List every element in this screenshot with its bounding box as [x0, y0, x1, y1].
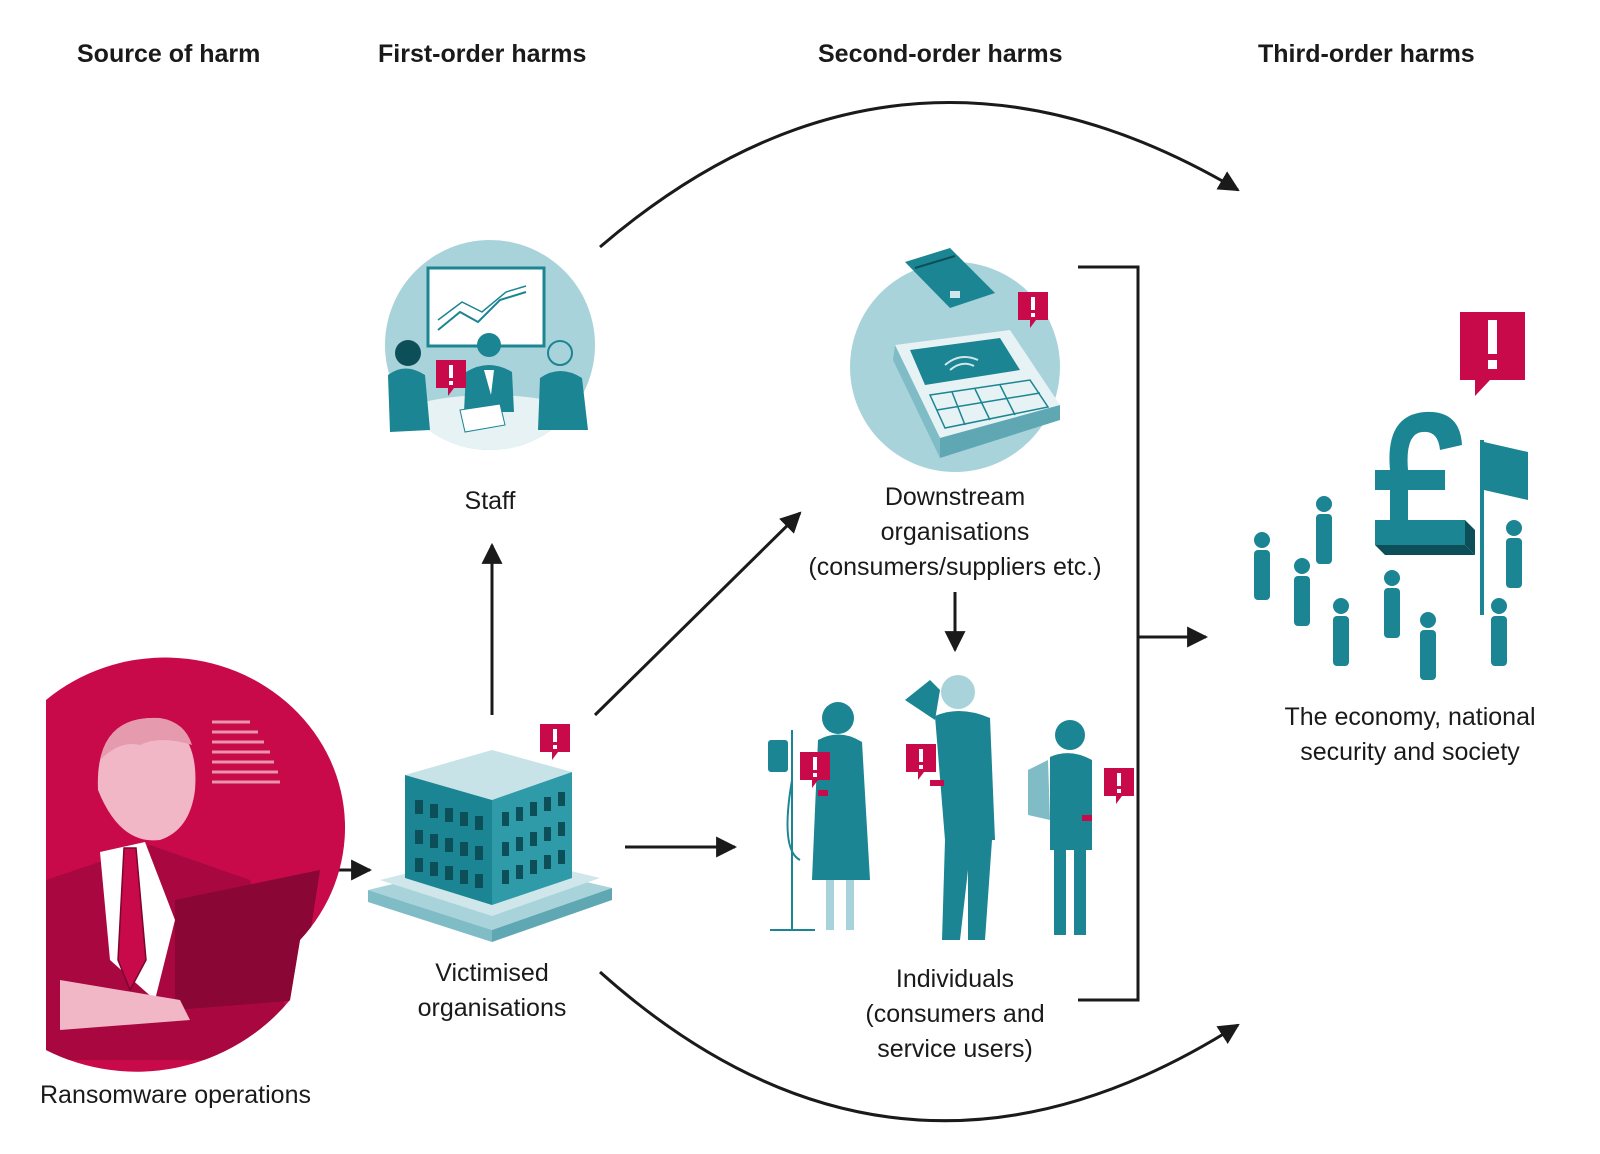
bracket-second-order	[1078, 265, 1140, 1002]
pound-sign-crowd-icon	[1254, 312, 1528, 680]
label-victimised-organisations: Victimised organisations	[417, 959, 567, 1022]
card-payment-terminal-icon	[850, 248, 1060, 472]
alert-badge	[1460, 312, 1525, 396]
alert-badge	[1104, 768, 1134, 804]
label-ransomware-operations: Ransomware operations	[40, 1081, 311, 1109]
header-source-of-harm: Source of harm	[77, 40, 261, 68]
header-second-order-harms: Second-order harms	[818, 40, 1063, 68]
alert-badge	[1018, 292, 1048, 328]
arrow-victimised-to-downstream	[593, 511, 802, 717]
label-staff: Staff	[464, 487, 516, 515]
meeting-staff-icon	[385, 240, 595, 450]
label-economy: The economy, national security and socie…	[1284, 703, 1536, 766]
people-with-phones-icon	[768, 675, 1134, 940]
arrow-staff-to-third-order	[599, 101, 1240, 249]
alert-badge	[800, 752, 830, 788]
alert-badge	[436, 360, 466, 396]
label-downstream-organisations: Downstream organisations (consumers/supp…	[808, 483, 1102, 581]
alert-badge	[906, 744, 936, 780]
alert-badge	[540, 724, 570, 760]
flow-arrows	[320, 101, 1240, 1123]
header-third-order-harms: Third-order harms	[1258, 40, 1475, 68]
header-first-order-harms: First-order harms	[378, 40, 587, 68]
office-building-icon	[368, 724, 612, 942]
label-individuals: Individuals (consumers and service users…	[865, 965, 1045, 1063]
hacker-laptop-icon	[46, 657, 346, 1072]
arrow-victimised-to-third-order	[599, 970, 1240, 1123]
